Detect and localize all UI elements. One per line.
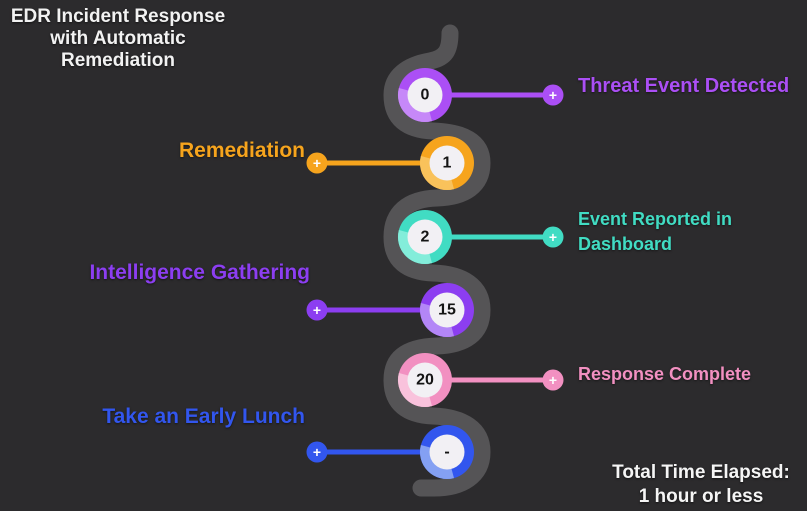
page-title: EDR Incident Response with Automatic Rem… [4, 6, 232, 72]
timeline-node-5: +- [306, 425, 474, 480]
timeline-node-3: +15 [306, 283, 474, 338]
plus-glyph: + [313, 444, 321, 460]
plus-glyph: + [313, 155, 321, 171]
node-value: 0 [421, 87, 430, 104]
plus-icon [306, 299, 328, 321]
plus-glyph: + [549, 87, 557, 103]
node-label-remediation: Remediation [178, 139, 305, 162]
timeline-node-4: +20 [397, 353, 564, 408]
node-label-threat-event-detected: Threat Event Detected [578, 75, 790, 97]
node-inner-circle [407, 362, 443, 398]
node-value: - [444, 444, 449, 461]
total-time-line: 1 hour or less [638, 486, 764, 507]
node-inner-circle [407, 219, 443, 255]
plus-icon [542, 84, 564, 106]
node-label-response-complete: Response Complete [578, 364, 752, 384]
plus-icon [542, 369, 564, 391]
plus-icon [542, 226, 564, 248]
node-value: 20 [416, 372, 434, 389]
plus-icon [306, 441, 328, 463]
page-title-line: EDR Incident Response [10, 6, 226, 27]
timeline-node-2: +2 [397, 210, 564, 265]
node-inner-circle [429, 292, 465, 328]
plus-icon [306, 152, 328, 174]
timeline-node-1: +1 [306, 136, 474, 191]
plus-glyph: + [549, 372, 557, 388]
page-title-line: Remediation [60, 50, 176, 71]
page-title-line: with Automatic [50, 28, 186, 49]
node-inner-circle [407, 77, 443, 113]
node-inner-circle [429, 145, 465, 181]
plus-glyph: + [549, 229, 557, 245]
node-value: 1 [443, 155, 452, 172]
node-value: 2 [421, 229, 430, 246]
node-value: 15 [438, 302, 456, 319]
node-label-event-reported-in-dashboard: Event Reported in Dashboard [578, 209, 733, 254]
node-label-intelligence-gathering: Intelligence Gathering [89, 261, 310, 284]
total-time-line: Total Time Elapsed: [612, 462, 790, 483]
plus-glyph: + [313, 302, 321, 318]
serpentine-path [383, 24, 491, 497]
timeline-node-0: +0 [397, 68, 564, 123]
node-label-take-an-early-lunch: Take an Early Lunch [102, 405, 305, 428]
node-inner-circle [429, 434, 465, 470]
total-time-note: Total Time Elapsed: 1 hour or less [595, 461, 807, 509]
